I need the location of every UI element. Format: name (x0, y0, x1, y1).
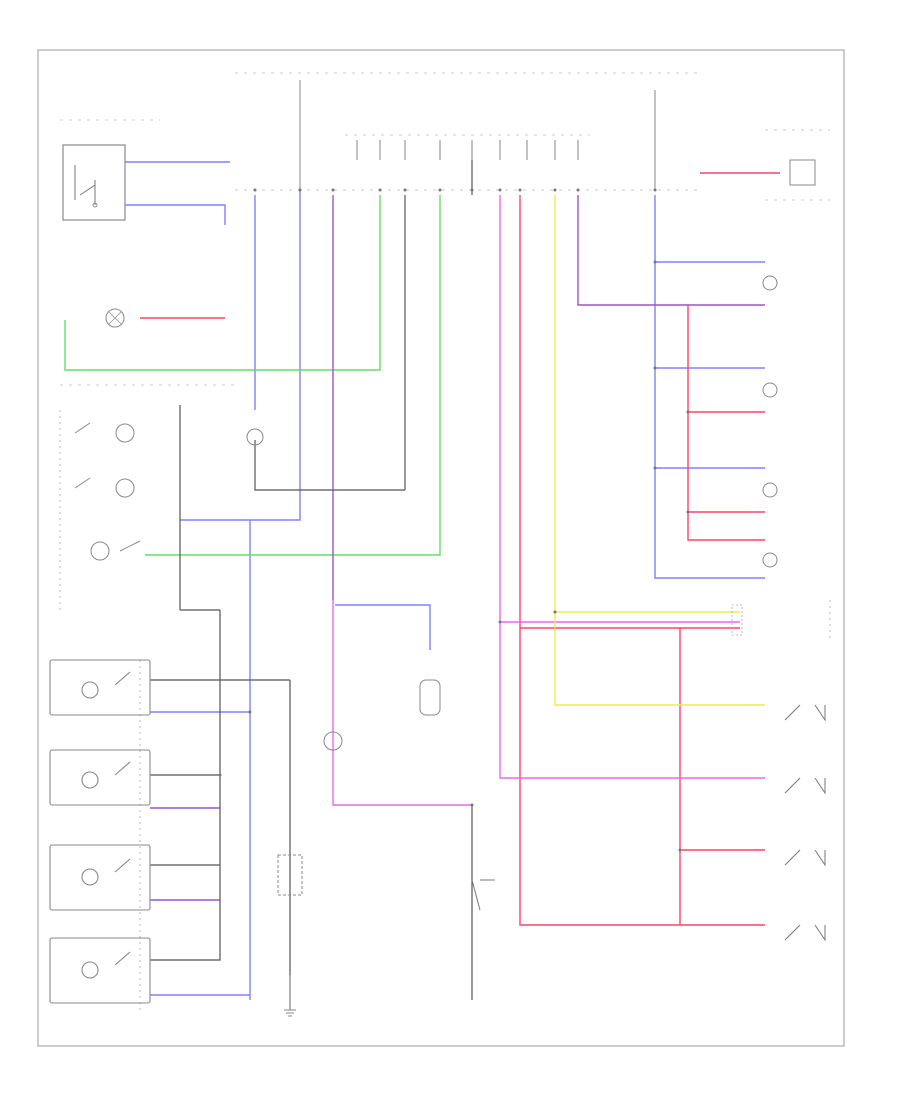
key-cylinder-illumination-lamp (105, 308, 125, 328)
ground-symbol (284, 975, 296, 1017)
chime-component (419, 679, 441, 716)
courtesy-fuse-box (277, 854, 303, 896)
luggage-switch (471, 879, 495, 911)
fuse-block-drops (299, 80, 656, 190)
luggage-compartment-light (323, 731, 343, 751)
dashed-internal (59, 410, 831, 1010)
time-control-unit-connector (731, 604, 743, 636)
black-wires (150, 160, 473, 1010)
diagram-frame (37, 49, 845, 1047)
top-power-bus (60, 72, 830, 386)
green-wires (64, 195, 441, 556)
smart-entrance-unit (789, 159, 816, 186)
door-lamp-boxes (49, 659, 151, 1004)
trunk-lamp (246, 428, 264, 446)
key-reminder-switch (62, 144, 126, 221)
interior-light-cluster (74, 422, 141, 561)
red-wires (140, 172, 780, 926)
purple-wires (150, 195, 765, 901)
yellow-wires (554, 195, 765, 706)
connector-dots (218, 188, 690, 852)
blue-wires (125, 161, 765, 1000)
right-door-switches (784, 704, 826, 942)
right-door-lamps (762, 275, 778, 568)
magenta-wires (332, 195, 765, 806)
